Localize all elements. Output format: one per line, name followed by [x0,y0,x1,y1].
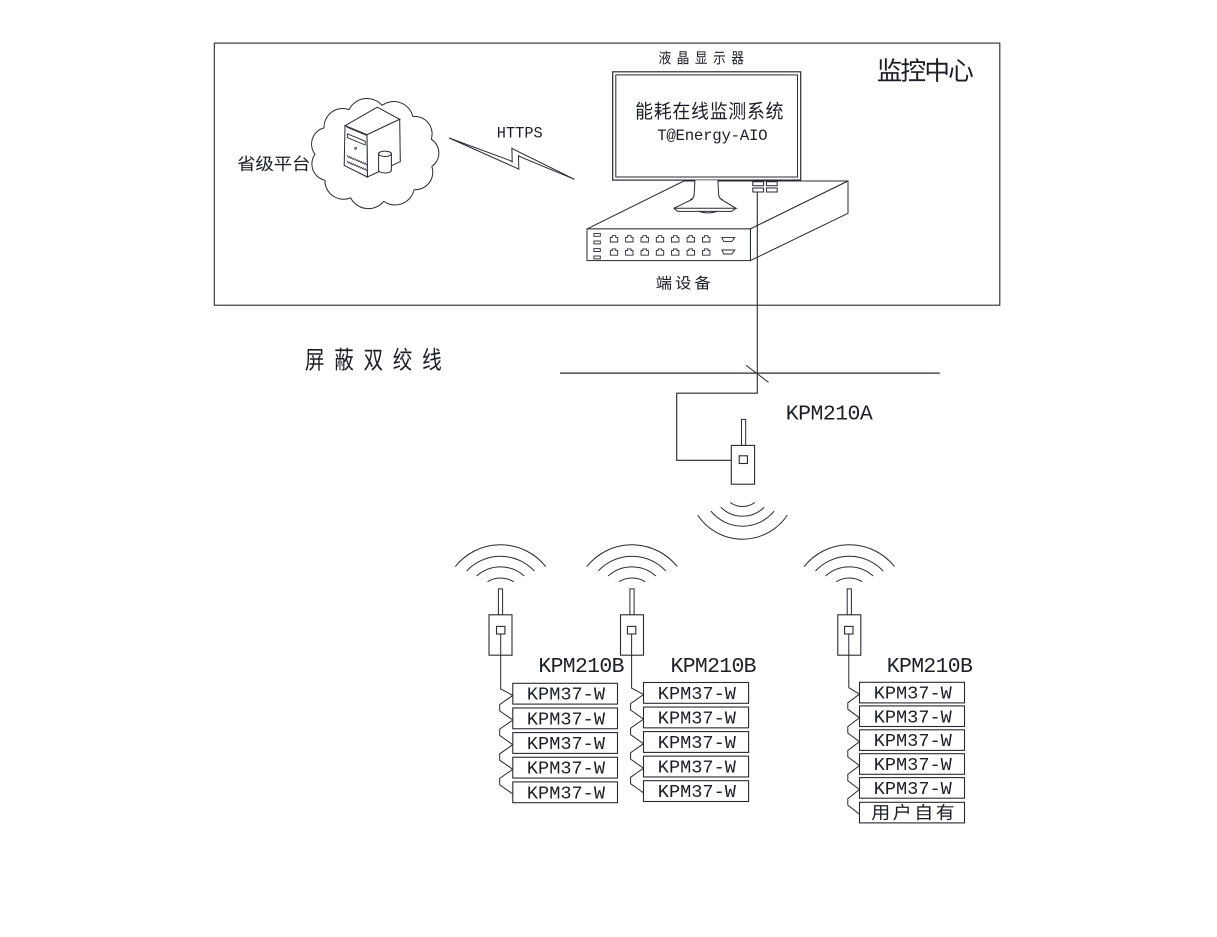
svg-text:KPM210B: KPM210B [887,655,973,679]
svg-text:KPM210A: KPM210A [786,403,873,427]
svg-text:KPM37-W: KPM37-W [658,684,737,705]
svg-text:KPM210B: KPM210B [538,655,624,679]
svg-text:KPM37-W: KPM37-W [527,734,606,755]
svg-text:KPM37-W: KPM37-W [527,709,606,730]
svg-text:KPM37-W: KPM37-W [874,779,953,800]
svg-text:KPM37-W: KPM37-W [658,782,737,803]
svg-text:KPM37-W: KPM37-W [527,783,606,804]
svg-text:KPM37-W: KPM37-W [527,759,606,780]
svg-text:KPM210B: KPM210B [671,655,757,679]
svg-text:KPM37-W: KPM37-W [658,758,737,779]
svg-text:KPM37-W: KPM37-W [874,684,953,705]
svg-text:T@Energy-AIO: T@Energy-AIO [657,127,767,145]
svg-text:KPM37-W: KPM37-W [658,708,737,729]
svg-text:KPM37-W: KPM37-W [874,707,953,728]
svg-text:KPM37-W: KPM37-W [874,731,953,752]
svg-text:KPM37-W: KPM37-W [658,733,737,754]
svg-text:HTTPS: HTTPS [497,125,543,143]
svg-text:KPM37-W: KPM37-W [527,685,606,706]
svg-text:KPM37-W: KPM37-W [874,755,953,776]
